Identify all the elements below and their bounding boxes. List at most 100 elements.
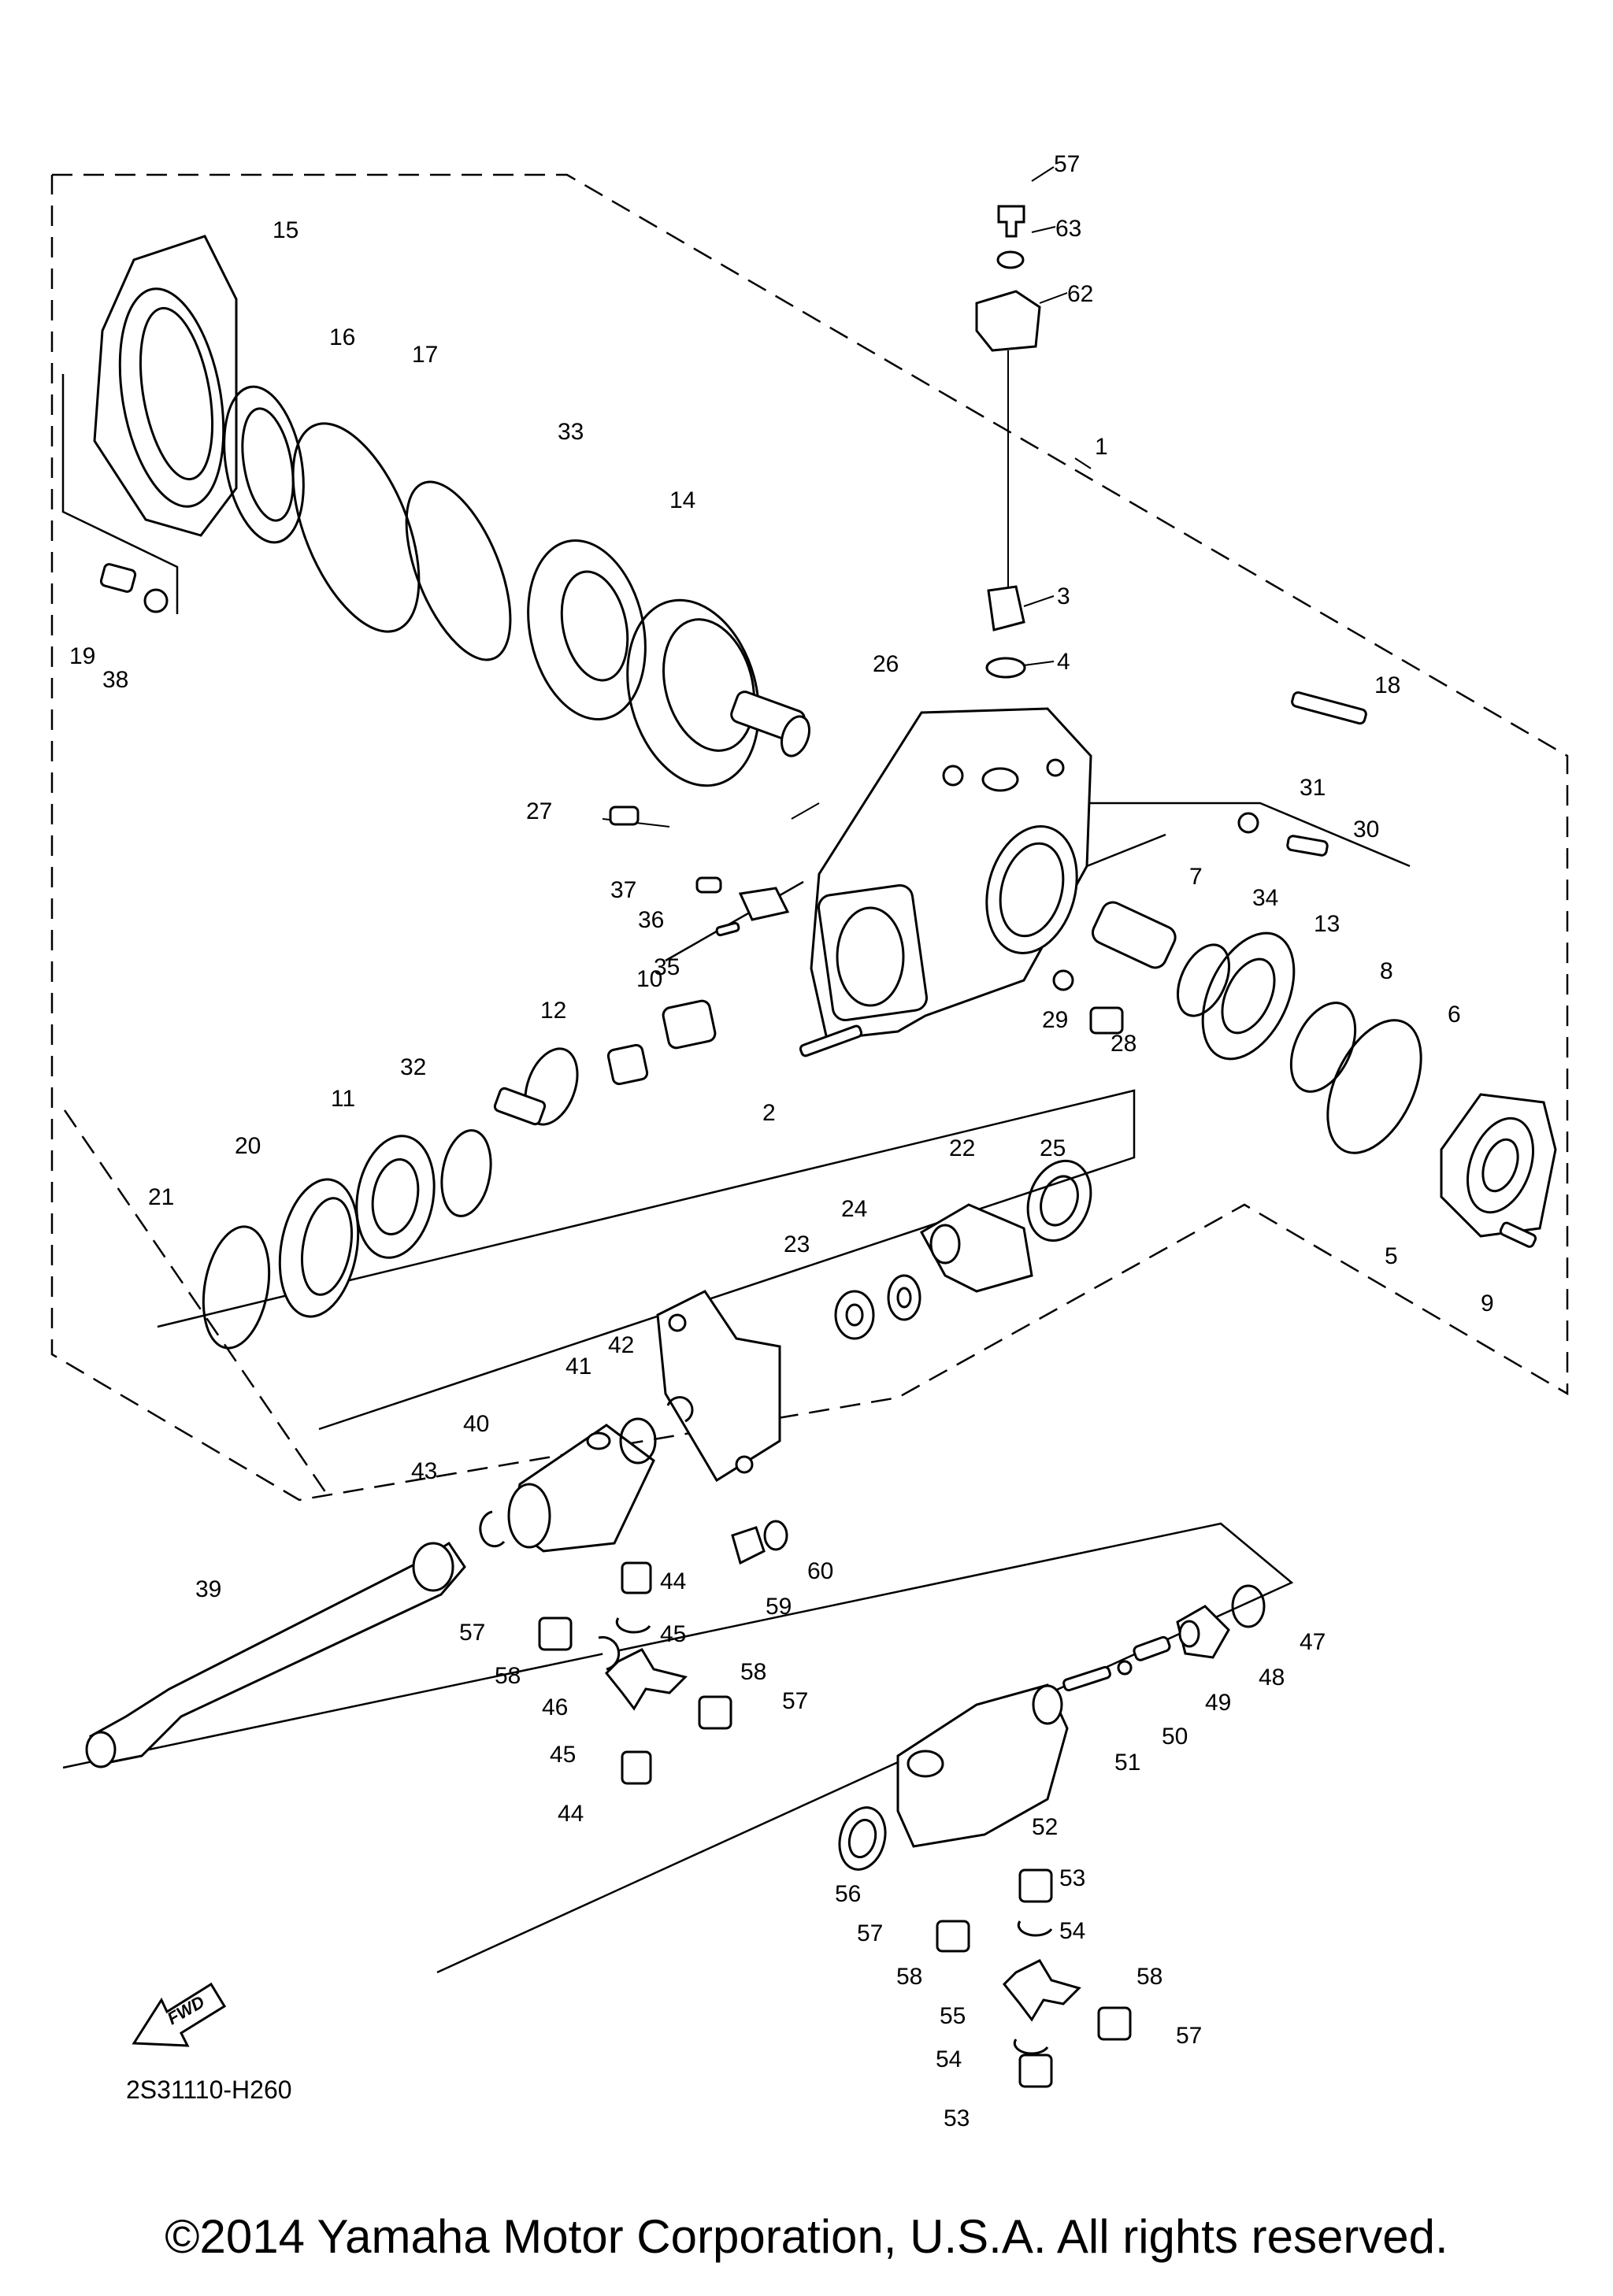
callout-29: 29 bbox=[1042, 1007, 1068, 1033]
callout-13: 13 bbox=[1314, 911, 1340, 937]
yoke-40 bbox=[507, 1424, 655, 1553]
diagram-code: 2S31110-H260 bbox=[126, 2076, 292, 2104]
callout-11: 11 bbox=[331, 1086, 355, 1112]
top-column bbox=[975, 205, 1041, 679]
callout-50: 50 bbox=[1162, 1724, 1188, 1750]
pinion-gear bbox=[493, 1047, 579, 1126]
callout-38: 38 bbox=[102, 667, 128, 693]
callout-52: 52 bbox=[1032, 1814, 1058, 1840]
callout-58-b: 58 bbox=[740, 1659, 766, 1685]
callout-57-a: 57 bbox=[459, 1620, 485, 1646]
seal-25 bbox=[1026, 1159, 1092, 1242]
callout-60: 60 bbox=[807, 1558, 833, 1584]
callout-4: 4 bbox=[1057, 649, 1070, 675]
callout-24: 24 bbox=[841, 1196, 867, 1222]
callout-45-upper: 45 bbox=[660, 1621, 686, 1647]
callout-30: 30 bbox=[1353, 817, 1379, 842]
callout-36: 36 bbox=[638, 907, 664, 933]
yoke-22 bbox=[919, 1203, 1033, 1293]
ring-32 bbox=[440, 1129, 492, 1217]
callout-12: 12 bbox=[540, 998, 566, 1024]
rings-41-42-43 bbox=[479, 1396, 694, 1548]
callout-32: 32 bbox=[400, 1054, 426, 1080]
callout-19: 19 bbox=[69, 643, 95, 669]
seal-56 bbox=[838, 1806, 887, 1871]
callout-18: 18 bbox=[1374, 672, 1400, 698]
rings-34-8-6 bbox=[1177, 943, 1422, 1154]
cover-15 bbox=[93, 235, 238, 537]
yoke-52 bbox=[896, 1683, 1069, 1848]
ring-gear bbox=[626, 598, 810, 787]
assembly-bracket-lines bbox=[61, 374, 1411, 1974]
callout-51: 51 bbox=[1114, 1750, 1140, 1776]
flange-5 bbox=[1440, 1093, 1557, 1238]
callout-16: 16 bbox=[329, 324, 355, 350]
callout-20: 20 bbox=[235, 1133, 261, 1159]
callout-41: 41 bbox=[565, 1354, 591, 1379]
callout-57-b: 57 bbox=[782, 1688, 808, 1714]
callout-6: 6 bbox=[1448, 1002, 1461, 1028]
universal-joint-upper bbox=[538, 1561, 732, 1785]
callout-26: 26 bbox=[873, 651, 899, 677]
callout-35: 35 bbox=[654, 954, 680, 980]
callout-42: 42 bbox=[608, 1332, 634, 1358]
coupler-48 bbox=[1176, 1605, 1230, 1659]
callout-21: 21 bbox=[148, 1184, 174, 1210]
callout-27: 27 bbox=[526, 798, 552, 824]
main-housing bbox=[810, 707, 1092, 1041]
callout-58-d: 58 bbox=[1137, 1964, 1162, 1990]
assembly-boundary-lines bbox=[50, 173, 1569, 1502]
callout-45-lower: 45 bbox=[550, 1742, 576, 1768]
fasteners bbox=[99, 563, 1537, 1565]
bracket-plate bbox=[656, 1290, 781, 1483]
fwd-arrow: FWD bbox=[132, 1982, 227, 2047]
callout-44-lower: 44 bbox=[558, 1801, 584, 1827]
callout-7: 7 bbox=[1189, 864, 1203, 890]
pin-49-washer-50-bolt-51 bbox=[1062, 1635, 1171, 1692]
callout-34: 34 bbox=[1252, 885, 1278, 911]
callout-9: 9 bbox=[1481, 1291, 1494, 1316]
callout-10: 10 bbox=[636, 966, 662, 992]
callout-25: 25 bbox=[1040, 1135, 1066, 1161]
callout-58-c: 58 bbox=[896, 1964, 922, 1990]
bearing-13 bbox=[1201, 931, 1296, 1061]
callout-53-lower: 53 bbox=[944, 2105, 970, 2131]
callout-57-c: 57 bbox=[857, 1920, 883, 1946]
callout-44-upper: 44 bbox=[660, 1568, 686, 1594]
callout-8: 8 bbox=[1380, 958, 1393, 984]
copyright-notice: ©2014 Yamaha Motor Corporation, U.S.A. A… bbox=[165, 2210, 1448, 2263]
collar-10-12 bbox=[606, 999, 717, 1086]
callout-5: 5 bbox=[1385, 1243, 1398, 1269]
callout-23: 23 bbox=[784, 1231, 810, 1257]
callout-1: 1 bbox=[1095, 434, 1108, 460]
callout-58-a: 58 bbox=[495, 1663, 521, 1689]
callout-57-d: 57 bbox=[1176, 2023, 1202, 2049]
ring-21 bbox=[202, 1225, 271, 1350]
ring-47 bbox=[1231, 1584, 1266, 1628]
sleeve-7 bbox=[1091, 901, 1177, 969]
callout-2: 2 bbox=[762, 1100, 776, 1126]
callout-49: 49 bbox=[1205, 1690, 1231, 1716]
callout-61: 62 bbox=[1067, 281, 1093, 307]
callout-54-lower: 54 bbox=[936, 2046, 962, 2072]
o-rings bbox=[291, 422, 512, 661]
universal-joint-lower bbox=[936, 1868, 1132, 2088]
callout-48: 48 bbox=[1259, 1665, 1285, 1691]
callout-55: 55 bbox=[940, 2003, 966, 2029]
seal-16 bbox=[223, 385, 305, 544]
callout-33: 33 bbox=[558, 419, 584, 445]
bearing-11 bbox=[355, 1135, 436, 1259]
callout-47: 47 bbox=[1300, 1629, 1326, 1655]
callout-43: 43 bbox=[411, 1458, 437, 1484]
drive-shaft-39 bbox=[85, 1541, 466, 1768]
callout-labels: 57 63 62 1 3 4 18 31 30 7 34 13 8 6 5 9 … bbox=[69, 151, 1494, 2131]
callout-14: 14 bbox=[669, 487, 695, 513]
callout-17: 17 bbox=[412, 342, 438, 368]
callout-15: 15 bbox=[273, 217, 298, 243]
nut-23-washer-24 bbox=[834, 1274, 921, 1340]
callout-28: 28 bbox=[1111, 1031, 1137, 1057]
callout-56: 56 bbox=[835, 1881, 861, 1907]
callout-46: 46 bbox=[542, 1694, 568, 1720]
callout-39: 39 bbox=[195, 1576, 221, 1602]
